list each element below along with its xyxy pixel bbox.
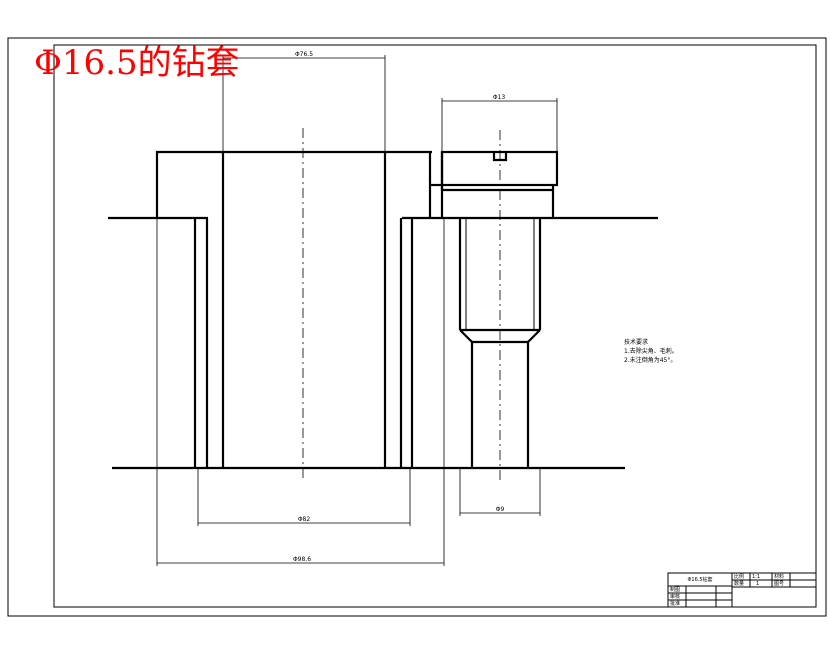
drawing-title: Φ16.5的钻套	[34, 43, 240, 83]
tb-material-label: 材料	[774, 573, 784, 580]
title-block: Φ16.5钻套 比例 1:1 材料 数量 1 图号 制图 审核 批准	[667, 572, 817, 608]
dim-bore: Φ82	[298, 516, 311, 523]
screw-head	[440, 150, 559, 187]
tb-draw-label: 制图	[670, 586, 680, 593]
dim-shaft: Φ9	[496, 506, 505, 513]
tech-req-item-1: 1.去除尖角、毛刺。	[624, 347, 678, 355]
outer-border	[7, 37, 827, 617]
inner-frame	[53, 44, 817, 608]
dim-bottom-width: Φ98.6	[293, 556, 311, 563]
tb-approve-label: 批准	[670, 600, 680, 607]
chamfer-left	[459, 329, 473, 343]
chamfer-right	[527, 329, 541, 343]
tech-req-heading: 技术要求	[624, 338, 648, 346]
tb-sheet-label: 图号	[774, 581, 784, 587]
dim-outer-top: Φ76.5	[295, 51, 313, 58]
tb-part-name: Φ16.5钻套	[687, 576, 712, 583]
bushing-top-outline	[155, 150, 432, 218]
tech-req-item-2: 2.未注倒角为45°。	[624, 356, 676, 364]
tb-scale-value: 1:1	[752, 574, 760, 580]
tb-qty-value: 1	[756, 581, 759, 587]
tb-scale-label: 比例	[734, 573, 744, 580]
tb-qty-label: 数量	[734, 580, 744, 587]
screw-neck	[440, 185, 555, 218]
dim-collar: Φ13	[493, 94, 506, 101]
tb-check-label: 审核	[670, 593, 680, 600]
